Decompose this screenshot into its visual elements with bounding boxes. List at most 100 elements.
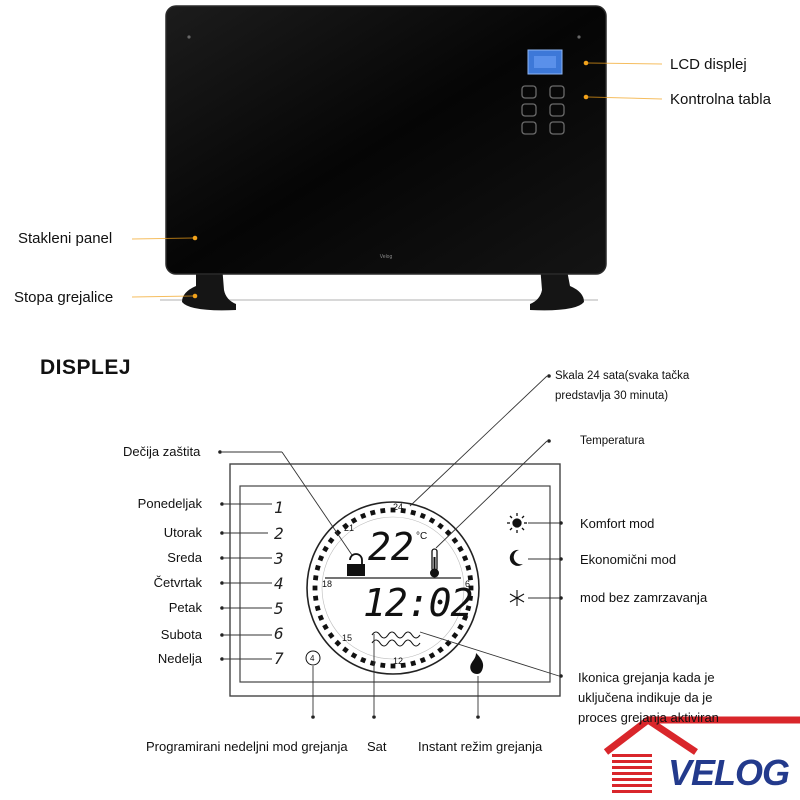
thermometer-icon xyxy=(430,548,439,578)
temperature-value: 22 xyxy=(368,525,414,569)
day-label-monday: Ponedeljak xyxy=(137,496,202,511)
section-title: DISPLEJ xyxy=(40,356,132,379)
label-control-panel: Kontrolna tabla xyxy=(670,91,771,108)
dial-dot xyxy=(461,555,469,562)
dial-number-6: 6 xyxy=(465,579,471,589)
dial-dot xyxy=(317,614,325,621)
dial-dot xyxy=(457,623,464,631)
dial-dot xyxy=(410,660,417,667)
label-lcd: LCD displej xyxy=(670,56,747,73)
dial-dot xyxy=(467,595,473,601)
dial-dot xyxy=(390,507,396,513)
heater-foot-left xyxy=(182,265,236,311)
dial-dot xyxy=(314,564,321,571)
dial-dot xyxy=(451,537,459,544)
dial-dot xyxy=(428,517,436,524)
heating-coil-icon xyxy=(371,631,421,647)
day-label-tuesday: Utorak xyxy=(163,525,202,540)
day-digit-3: 3 xyxy=(274,549,284,568)
label-scale-line1: Skala 24 sata(svaka tačka xyxy=(555,370,690,382)
heater-foot-right xyxy=(530,265,584,311)
dial-dot xyxy=(317,555,325,562)
dial-dot xyxy=(437,646,444,654)
day-digit-5: 5 xyxy=(274,599,284,618)
dial-dot xyxy=(444,529,452,537)
dial-dot xyxy=(327,537,335,544)
dial-dot xyxy=(350,652,358,659)
dial-dot xyxy=(465,605,472,612)
label-child-lock: Dečija zaštita xyxy=(123,444,201,459)
label-comfort-mode: Komfort mod xyxy=(580,516,655,531)
heater-illustration: Velog xyxy=(131,5,663,311)
day-digit-2: 2 xyxy=(274,524,284,543)
day-label-saturday: Subota xyxy=(160,627,202,642)
dial-dot xyxy=(342,646,349,654)
dial-dot xyxy=(428,652,436,659)
dial-dot xyxy=(419,656,426,664)
dial-dot xyxy=(360,656,367,664)
label-scale-line2: predstavlja 30 minuta) xyxy=(555,390,669,402)
dial-dot xyxy=(322,545,329,553)
dial-dot xyxy=(312,585,318,591)
dial-number-15: 15 xyxy=(342,633,353,643)
dial-dot xyxy=(380,662,386,668)
dial-circle xyxy=(306,501,480,675)
dial-dot xyxy=(314,605,321,612)
snowflake-icon xyxy=(509,590,525,606)
logo-text: VELOG xyxy=(668,752,790,793)
label-heat-icon-line3: proces grejanja aktiviran xyxy=(578,710,719,725)
dial-dot xyxy=(313,595,319,601)
clock-value: 12:02 xyxy=(363,581,473,625)
glass-panel xyxy=(166,6,606,274)
label-temperature: Temperatura xyxy=(580,435,645,447)
flame-icon xyxy=(470,653,484,674)
dial-dot xyxy=(380,508,386,514)
label-heat-icon-line2: uključena indikuje da je xyxy=(578,690,713,705)
lock-icon xyxy=(347,553,365,576)
day-digit-1: 1 xyxy=(274,498,284,517)
day-digit-6: 6 xyxy=(274,624,284,643)
dial-dot xyxy=(350,517,358,524)
label-antifreeze-mode: mod bez zamrzavanja xyxy=(580,590,708,605)
dial-dot xyxy=(327,632,335,639)
dial-number-18: 18 xyxy=(322,579,333,589)
dial-dot xyxy=(451,632,459,639)
dial-dot xyxy=(457,545,464,553)
dial-dot xyxy=(437,522,444,530)
dial-dot xyxy=(342,522,349,530)
display-inner-frame xyxy=(239,485,551,683)
day-digit-7: 7 xyxy=(274,649,284,668)
dial-dot xyxy=(334,639,342,647)
sun-icon xyxy=(507,513,527,533)
display-outer-frame xyxy=(229,463,561,697)
label-glass-panel: Stakleni panel xyxy=(18,230,113,247)
heater-brand: Velog xyxy=(380,254,393,260)
dial-dot xyxy=(360,512,367,520)
dial-dot xyxy=(313,575,319,581)
day-label-thursday: Četvrtak xyxy=(153,575,202,590)
day-label-sunday: Nedelja xyxy=(157,651,202,666)
control-buttons xyxy=(521,85,565,135)
day-label-friday: Petak xyxy=(168,600,202,615)
dial-dot xyxy=(468,585,474,591)
dial-dot xyxy=(390,663,396,669)
dial-dot xyxy=(461,614,469,621)
dial-dot xyxy=(465,564,472,571)
dial-dot xyxy=(322,623,329,631)
day-digit-4: 4 xyxy=(274,574,284,593)
dial-dot xyxy=(467,575,473,581)
temperature-unit: °C xyxy=(416,531,428,542)
dial-dot xyxy=(400,662,406,668)
label-heat-icon-line1: Ikonica grejanja kada je xyxy=(578,670,715,685)
label-weekly-mode: Programirani nedeljni mod grejanja xyxy=(146,739,348,754)
logo-roof xyxy=(603,715,800,793)
dial-number-24: 24 xyxy=(393,502,404,512)
label-clock: Sat xyxy=(367,739,387,754)
dial-dot xyxy=(369,509,376,516)
program-digit: 4 xyxy=(310,654,315,663)
dial-dot xyxy=(400,508,406,514)
day-label-wednesday: Sreda xyxy=(167,550,202,565)
label-heater-foot: Stopa grejalice xyxy=(14,289,114,306)
moon-icon xyxy=(509,549,523,566)
